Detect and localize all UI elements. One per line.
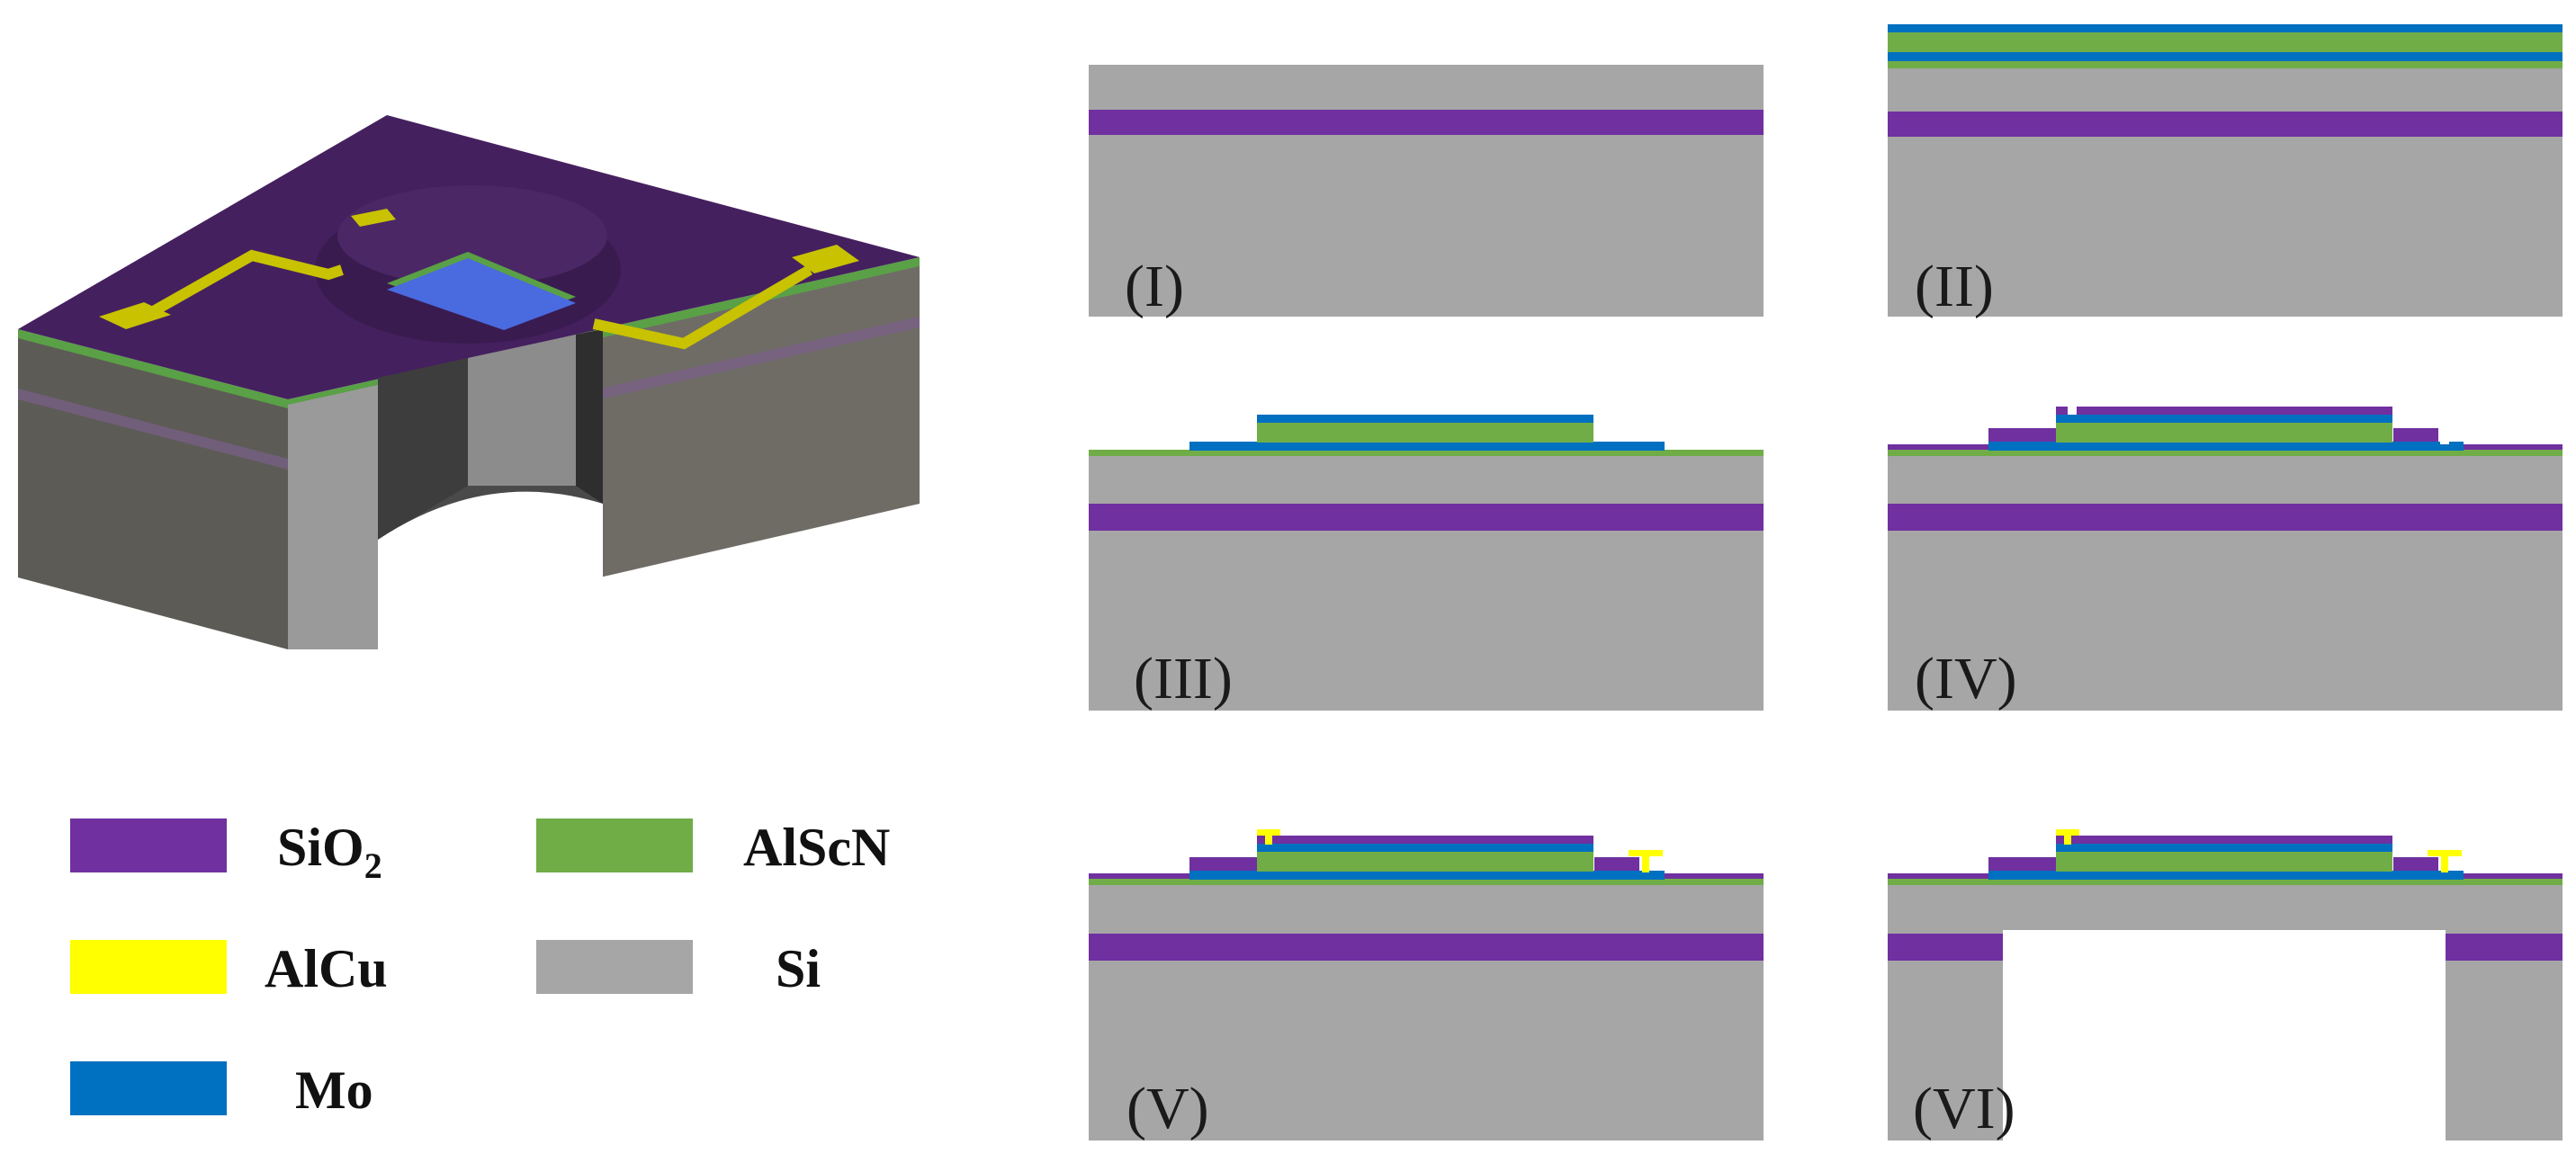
step-3-sio2-layer <box>1089 504 1764 531</box>
step-5-sio2-bottom-right <box>1594 857 1639 873</box>
step-5-panel: (V) <box>1089 829 1764 1141</box>
step-2-panel: (II) <box>1888 24 2563 319</box>
step-6-alcu-top-stem <box>2064 836 2071 845</box>
step-6-sio2-top <box>2056 836 2392 844</box>
legend-label-mo: Mo <box>295 1060 373 1120</box>
step-4-mo-top <box>2056 415 2392 423</box>
step-5-sio2-bottom-left <box>1189 857 1261 873</box>
device-electrode-left <box>141 249 344 322</box>
step-5-alscn-film <box>1257 852 1593 872</box>
step-5-sio2-top <box>1257 836 1593 844</box>
step-3-alscn-seed <box>1089 450 1764 456</box>
device-front-pillar <box>288 385 378 649</box>
step-6-cavity <box>2003 930 2446 1141</box>
device-membrane-blue <box>387 258 576 330</box>
step-5-si-substrate <box>1089 883 1764 1141</box>
step-6-sio2-right <box>2446 934 2563 961</box>
device-electrode-top-pad <box>351 209 396 227</box>
step-5-alcu-bottom-cap <box>1629 850 1663 856</box>
step-4-sio2-bottom-left <box>1988 428 2060 444</box>
step-1-panel: (I) <box>1089 65 1764 319</box>
step-3-mo-bottom <box>1189 442 1665 451</box>
device-left-sio2-band <box>18 389 288 470</box>
legend-label-sio2-sub: 2 <box>364 845 382 886</box>
device-membrane-top <box>337 185 607 286</box>
device-cavity-arch <box>378 491 603 649</box>
step-5-sio2-layer <box>1089 934 1764 961</box>
legend-swatch-sio2 <box>70 819 227 872</box>
step-2-label: (II) <box>1915 254 1994 319</box>
device-cavity-back-wall <box>468 335 576 486</box>
step-2-alscn-film <box>1888 32 2563 52</box>
step-3-alscn-film <box>1257 423 1593 443</box>
step-6-mo-top <box>2056 844 2392 852</box>
step-1-si-substrate <box>1089 65 1764 317</box>
step-1-label: (I) <box>1125 254 1184 319</box>
step-5-label: (V) <box>1126 1076 1209 1141</box>
step-4-label: (IV) <box>1915 646 2017 711</box>
step-6-sio2-bottom-left <box>1988 857 2060 873</box>
step-3-label: (III) <box>1134 646 1233 711</box>
step-3-si-substrate <box>1089 454 1764 711</box>
step-4-sio2-bottom-right <box>2393 428 2438 444</box>
step-6-si-device-layer <box>1888 883 2563 930</box>
legend-label-sio2-main: SiO <box>277 818 364 877</box>
step-5-alscn-seed <box>1089 879 1764 885</box>
step-4-via-bottom <box>2440 428 2449 444</box>
legend-label-alcu: AlCu <box>265 939 388 998</box>
step-2-si-substrate <box>1888 65 2563 317</box>
step-2-sio2-layer <box>1888 112 2563 137</box>
legend-label-si: Si <box>776 939 821 998</box>
step-6-alcu-top-cap <box>2056 829 2079 836</box>
step-4-sio2-layer <box>1888 504 2563 531</box>
step-4-via-top <box>2068 407 2077 415</box>
step-6-sio2-left <box>1888 934 2003 961</box>
device-cavity-right-wall <box>576 329 603 504</box>
step-3-mo-top <box>1257 415 1593 423</box>
legend-swatch-alscn <box>536 819 693 872</box>
legend-label-sio2: SiO2 <box>277 818 382 886</box>
step-6-alscn-film <box>2056 852 2392 872</box>
step-4-panel: (IV) <box>1888 407 2563 711</box>
step-4-mo-bottom <box>1988 442 2464 451</box>
step-6-panel: (VI) <box>1888 829 2563 1141</box>
step-3-panel: (III) <box>1089 415 1764 711</box>
device-electrode-left-pad <box>99 302 171 329</box>
step-2-mo-top <box>1888 24 2563 32</box>
step-4-alscn-film <box>2056 423 2392 443</box>
device-left-green-edge <box>18 329 288 408</box>
step-4-si-substrate <box>1888 454 2563 711</box>
legend-swatch-alcu <box>70 940 227 994</box>
step-6-label: (VI) <box>1913 1076 2015 1141</box>
legend-label-alscn: AlScN <box>743 818 890 877</box>
device-electrode-right <box>592 264 813 350</box>
device-cavity-left-wall <box>378 358 468 540</box>
step-5-alcu-bottom-stem <box>1642 856 1649 872</box>
step-5-mo-top <box>1257 844 1593 852</box>
device-electrode-right-pad <box>792 245 859 273</box>
step-6-sio2-bottom-right <box>2393 857 2438 873</box>
step-2-mo-bottom <box>1888 52 2563 61</box>
step-5-alcu-top-stem <box>1265 836 1272 845</box>
step-6-alcu-bottom-stem <box>2441 856 2448 872</box>
step-6-alcu-bottom-cap <box>2428 850 2462 856</box>
step-1-sio2-layer <box>1089 110 1764 135</box>
legend-swatch-si <box>536 940 693 994</box>
legend: SiO2 AlScN AlCu Si Mo <box>70 818 890 1120</box>
step-6-alscn-seed <box>1888 879 2563 885</box>
step-4-sio2-top <box>2056 407 2392 415</box>
step-2-alscn-seed <box>1888 61 2563 68</box>
step-5-mo-bottom <box>1189 871 1665 880</box>
device-3d-rendering <box>18 115 920 649</box>
legend-swatch-mo <box>70 1061 227 1115</box>
step-5-alcu-top-cap <box>1257 829 1280 836</box>
step-4-alscn-seed <box>1888 450 2563 456</box>
step-6-mo-bottom <box>1988 871 2464 880</box>
